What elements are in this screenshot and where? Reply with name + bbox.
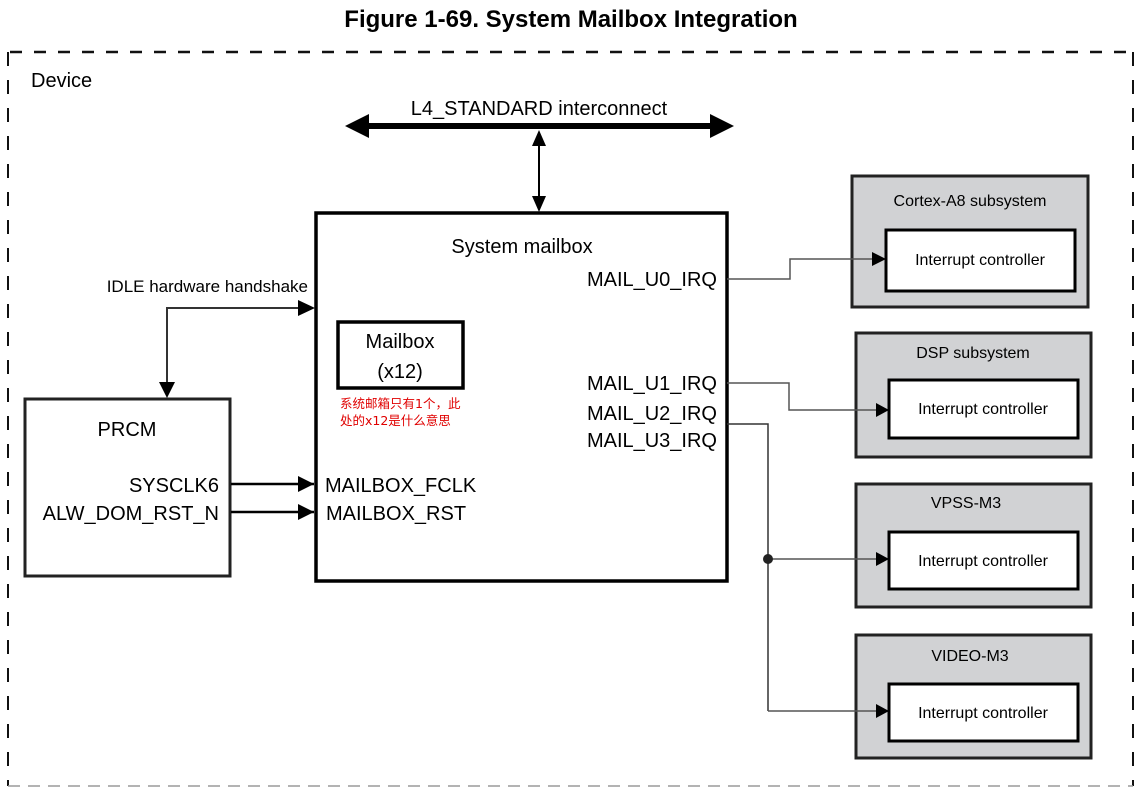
- idle-handshake-label: IDLE hardware handshake: [107, 277, 308, 296]
- irq-wire-u1: [727, 382, 889, 417]
- prcm-signal-sysclk6: SYSCLK6: [129, 475, 219, 497]
- interrupt-controller-label: Interrupt controller: [915, 252, 1046, 269]
- prcm-block: [23, 397, 232, 578]
- annotation-line2: 处的x12是什么意思: [340, 413, 451, 428]
- subsystem-title: Cortex-A8 subsystem: [894, 193, 1047, 210]
- mailbox-block-count: (x12): [377, 361, 423, 383]
- device-container: [7, 50, 1134, 787]
- mailbox-block-label: Mailbox: [366, 331, 435, 353]
- subsystem-title: DSP subsystem: [916, 345, 1030, 362]
- irq-wire-u2-u3: [727, 423, 889, 718]
- interrupt-controller-label: Interrupt controller: [918, 401, 1049, 418]
- irq-label-u0: MAIL_U0_IRQ: [587, 269, 717, 291]
- irq-label-u2: MAIL_U2_IRQ: [587, 403, 717, 425]
- bus-mailbox-link: [532, 130, 546, 212]
- input-label-rst: MAILBOX_RST: [326, 503, 466, 525]
- irq-wire-u0: [727, 252, 886, 280]
- interrupt-controller-block: [887, 682, 1080, 743]
- figure-title: Figure 1-69. System Mailbox Integration: [344, 6, 797, 33]
- subsystem-cortex-a8: Cortex-A8 subsystem Interrupt controller: [850, 174, 1090, 309]
- irq-label-u3: MAIL_U3_IRQ: [587, 430, 717, 452]
- prcm-title: PRCM: [98, 419, 157, 441]
- prcm-signal-alw-dom-rst-n: ALW_DOM_RST_N: [43, 503, 219, 525]
- system-mailbox-title: System mailbox: [451, 236, 592, 258]
- idle-handshake-link: [159, 300, 315, 398]
- annotation-line1: 系统邮箱只有1个，此: [340, 396, 461, 411]
- junction-dot-icon: [763, 554, 773, 564]
- mailbox-x12-block: [336, 320, 465, 390]
- subsystem-dsp: DSP subsystem Interrupt controller: [854, 331, 1093, 459]
- subsystem-title: VIDEO-M3: [931, 648, 1008, 665]
- interconnect-label: L4_STANDARD interconnect: [411, 98, 668, 120]
- interrupt-controller-label: Interrupt controller: [918, 553, 1049, 570]
- system-mailbox-block: [314, 211, 729, 583]
- interrupt-controller-label: Interrupt controller: [918, 705, 1049, 722]
- interrupt-controller-block: [884, 228, 1077, 293]
- interrupt-controller-block: [887, 530, 1080, 591]
- input-label-fclk: MAILBOX_FCLK: [325, 475, 477, 497]
- device-label: Device: [31, 70, 92, 92]
- subsystem-video-m3: VIDEO-M3 Interrupt controller: [854, 633, 1093, 760]
- interrupt-controller-block: [887, 378, 1080, 440]
- irq-label-u1: MAIL_U1_IRQ: [587, 373, 717, 395]
- bus-arrow-right-icon: [710, 114, 734, 138]
- subsystem-vpss-m3: VPSS-M3 Interrupt controller: [854, 482, 1093, 609]
- subsystem-title: VPSS-M3: [931, 495, 1001, 512]
- bus-arrow-left-icon: [345, 114, 369, 138]
- interconnect-bus: [345, 114, 734, 138]
